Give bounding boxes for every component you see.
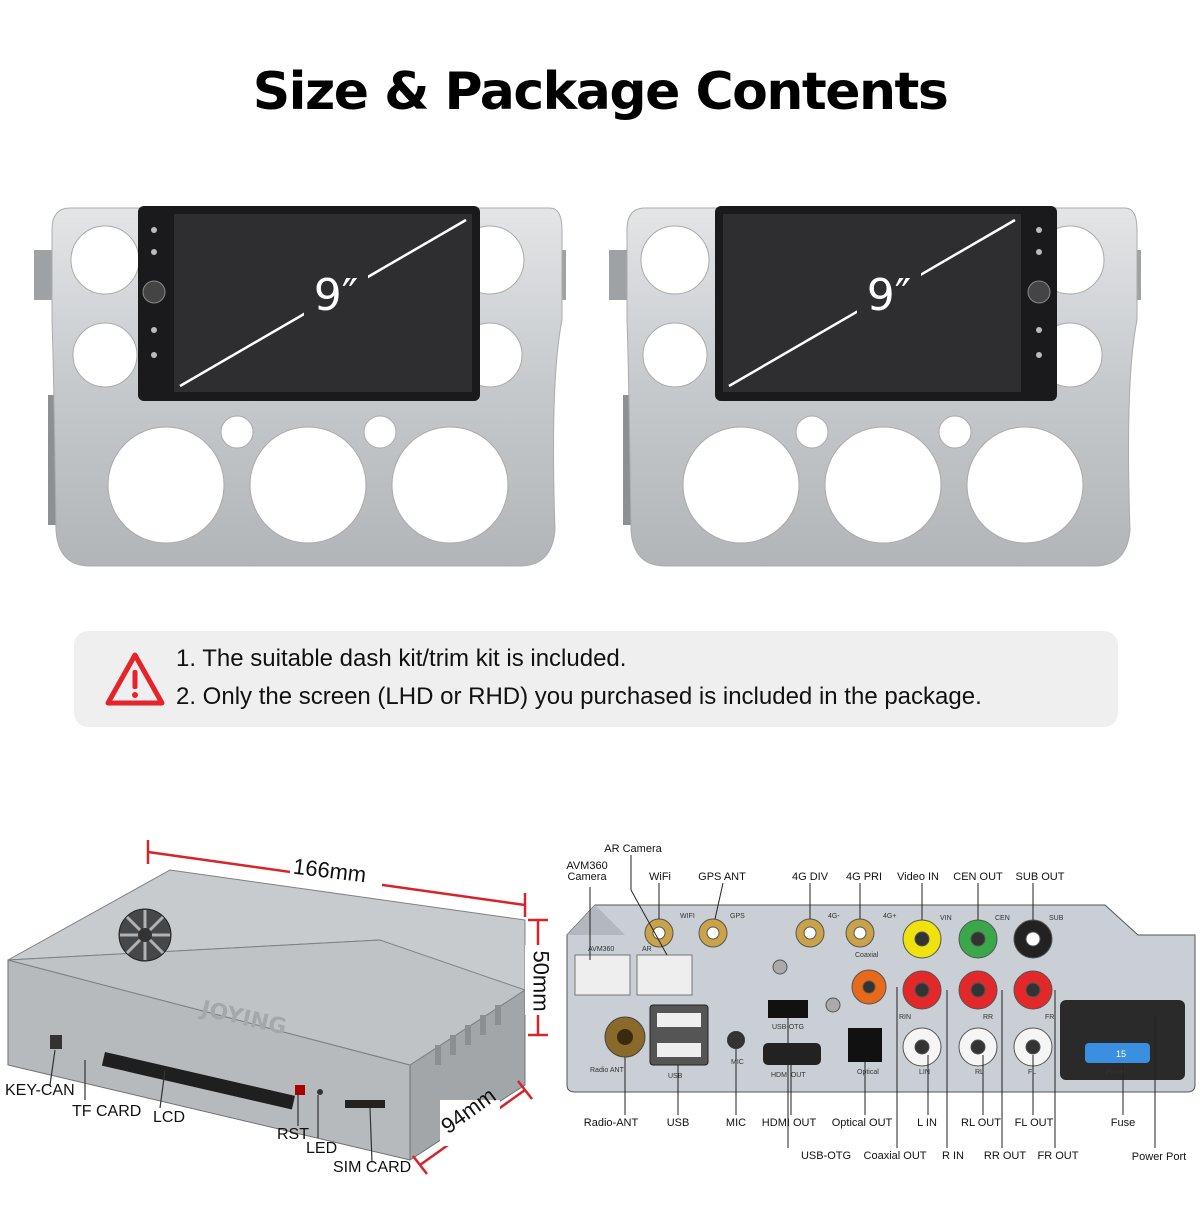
label-coaxial-out: Coaxial OUT (863, 1150, 927, 1162)
label-video-in: Video IN (897, 871, 939, 883)
label-tf-card: TF CARD (72, 1103, 142, 1120)
label-radio-ant: Radio-ANT (583, 1117, 639, 1129)
panel-print-fuse-value: 15 (1116, 1049, 1127, 1059)
label-ar-camera: AR Camera (604, 843, 662, 855)
panel-print-lin: LIN (919, 1069, 930, 1076)
panel-print-4g-plus: 4G+ (883, 913, 897, 920)
panel-print-usb: USB (668, 1073, 683, 1080)
label-4g-div: 4G DIV (791, 871, 829, 883)
panel-print-cen: CEN (995, 915, 1010, 922)
panel-print-avm360: AVM360 (588, 946, 615, 953)
screen-size-label: 9″ (314, 270, 358, 321)
head-unit-lhd-image: 9″ (34, 206, 566, 567)
label-gps-ant: GPS ANT (698, 871, 746, 883)
label-key-can: KEY-CAN (5, 1082, 75, 1099)
label-usb-otg: USB-OTG (800, 1150, 852, 1162)
label-hdmi-out: HDMI OUT (761, 1117, 817, 1129)
page-title: Size & Package Contents (252, 62, 949, 122)
label-power-port: Power Port (1131, 1151, 1187, 1163)
label-l-in: L IN (917, 1117, 937, 1129)
label-cen-out: CEN OUT (953, 871, 1003, 883)
label-r-in: R IN (942, 1150, 964, 1162)
panel-print-fl: FL (1028, 1069, 1037, 1076)
label-rst: RST (277, 1126, 309, 1143)
panel-print-mic: MIC (731, 1059, 744, 1066)
panel-print-optical: Optical (857, 1069, 879, 1076)
panel-print-ar: AR (642, 946, 652, 953)
panel-print-4g-minus: 4G- (828, 913, 840, 920)
panel-print-fr: FR (1045, 1014, 1055, 1021)
label-fl-out: FL OUT (1014, 1117, 1054, 1129)
notice-line-1: 1. The suitable dash kit/trim kit is inc… (176, 645, 627, 672)
label-led: LED (306, 1140, 338, 1157)
dimension-height-label: 50mm (528, 950, 554, 1012)
panel-print-radio-ant: Radio ANT (590, 1067, 624, 1074)
panel-print-rr: RR (983, 1014, 994, 1021)
label-lcd: LCD (153, 1109, 186, 1126)
package-notice: 1. The suitable dash kit/trim kit is inc… (74, 631, 1118, 727)
panel-print-usb-otg: USB-OTG (772, 1024, 804, 1031)
notice-line-2: 2. Only the screen (LHD or RHD) you purc… (176, 683, 982, 710)
label-avm360-camera: Camera (567, 871, 607, 883)
panel-print-hdmi-out: HDMI OUT (771, 1072, 806, 1079)
panel-print-gps: GPS (730, 913, 745, 920)
label-sub-out: SUB OUT (1015, 871, 1065, 883)
panel-print-wifi: WIFI (680, 913, 695, 920)
label-rl-out: RL OUT (961, 1117, 1001, 1129)
warning-triangle-icon (105, 652, 165, 706)
panel-print-power: Power (1106, 1069, 1126, 1076)
label-wifi: WiFi (649, 871, 671, 883)
label-optical-out: Optical OUT (831, 1117, 893, 1129)
label-sim-card: SIM CARD (333, 1159, 412, 1176)
head-unit-rhd-image: 9″ (609, 206, 1141, 567)
panel-print-sub: SUB (1049, 915, 1064, 922)
screen-size-label: 9″ (867, 270, 911, 321)
panel-print-rl: RL (975, 1069, 984, 1076)
panel-print-vin: VIN (940, 915, 952, 922)
label-avm360: AVM360 (566, 860, 608, 872)
label-rr-out: RR OUT (983, 1150, 1027, 1162)
rear-panel-image (566, 855, 1196, 1148)
panel-print-rin: RIN (899, 1014, 912, 1021)
panel-print-coaxial: Coaxial (855, 952, 879, 959)
label-fr-out: FR OUT (1037, 1150, 1079, 1162)
label-mic: MIC (725, 1117, 747, 1129)
label-4g-pri: 4G PRI (845, 871, 883, 883)
label-usb: USB (666, 1117, 690, 1129)
unit-box-dimension-image: JOYING (7, 840, 550, 1175)
label-fuse: Fuse (1110, 1117, 1136, 1129)
